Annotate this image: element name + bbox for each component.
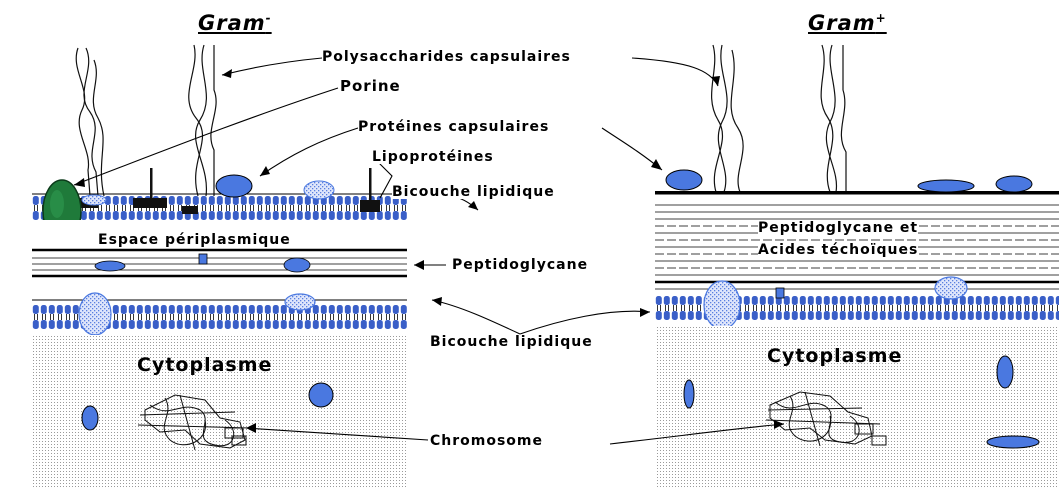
label-proteines-capsulaires: Protéines capsulaires — [358, 120, 549, 134]
gram-positive-title-text: Gram — [808, 11, 876, 35]
label-porine: Porine — [340, 79, 401, 94]
label-bicouche-bottom: Bicouche lipidique — [430, 335, 593, 349]
label-cytoplasme-left: Cytoplasme — [137, 356, 272, 375]
label-espace-periplasmique: Espace périplasmique — [98, 233, 291, 247]
gram-negative-title: Gram- — [198, 12, 272, 34]
label-peptidoglycane-et: Peptidoglycane et — [758, 221, 918, 235]
label-lipoproteines: Lipoprotéines — [372, 150, 494, 164]
label-peptidoglycane: Peptidoglycane — [452, 258, 588, 272]
capsular-protein-right-1 — [666, 170, 702, 190]
label-acides-techoiques: Acides téchoïques — [758, 243, 918, 257]
label-cytoplasme-right: Cytoplasme — [767, 347, 902, 366]
gram-negative-title-text: Gram — [198, 11, 266, 35]
label-bicouche-top: Bicouche lipidique — [392, 185, 555, 199]
peptidoglycan-left — [32, 250, 407, 276]
gram-positive-superscript: + — [876, 11, 887, 25]
gram-positive-panel — [655, 45, 1059, 488]
capsular-protein-left-2 — [304, 181, 334, 199]
polysaccharide-strands-right — [712, 45, 846, 192]
gram-positive-title: Gram+ — [808, 12, 887, 34]
gram-negative-superscript: - — [266, 11, 272, 25]
polysaccharide-strands-left — [76, 45, 216, 196]
gram-negative-panel — [32, 45, 407, 488]
label-polysaccharides: Polysaccharides capsulaires — [322, 50, 571, 64]
capsular-protein-left-1 — [216, 175, 252, 197]
capsular-protein-right-2 — [918, 180, 974, 192]
capsular-protein-right-3 — [996, 176, 1032, 192]
label-chromosome: Chromosome — [430, 434, 543, 448]
